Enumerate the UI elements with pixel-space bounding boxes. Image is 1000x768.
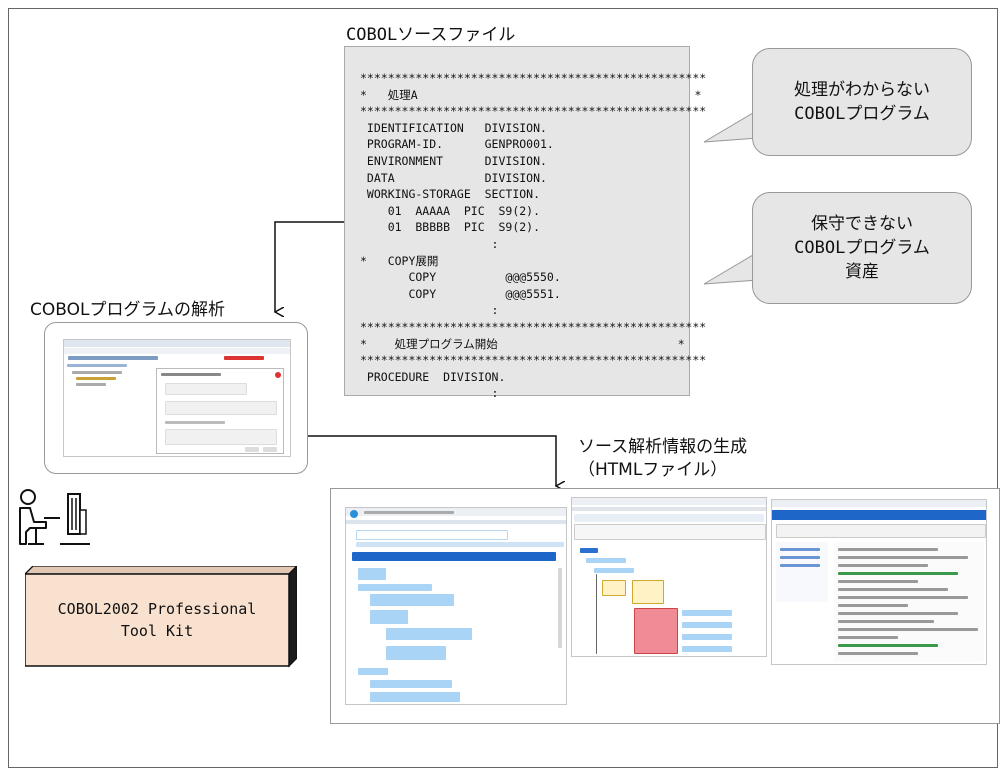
bubble-unknown-line2: COBOLプログラム: [794, 104, 930, 124]
generation-label-line2: （HTMLファイル）: [578, 460, 728, 480]
person-at-computer-icon: [19, 489, 90, 545]
toolkit-box-shape: [25, 566, 297, 668]
bubble-unknown-line1: 処理がわからない: [794, 80, 930, 100]
bubble-unmaintainable-line1: 保守できない: [811, 214, 913, 234]
html-output-box: [330, 488, 1000, 724]
bubble-unmaintainable-line3: 資産: [845, 262, 879, 282]
generation-label: ソース解析情報の生成 （HTMLファイル）: [578, 436, 747, 482]
generation-label-line1: ソース解析情報の生成: [578, 437, 748, 457]
html-screenshot-listing: [771, 499, 987, 665]
analysis-dialog: [156, 368, 284, 454]
bubble-unmaintainable: 保守できない COBOLプログラム 資産: [752, 192, 972, 304]
analysis-window: [63, 339, 291, 457]
analysis-label: COBOLプログラムの解析: [30, 300, 225, 320]
html-screenshot-flow: [571, 497, 767, 657]
toolkit-label-line1: COBOL2002 Professional: [57, 600, 257, 618]
analysis-screen-box: [44, 322, 308, 474]
arrow-analysis-to-generation: [308, 435, 556, 486]
html-screenshot-tree: [345, 507, 567, 705]
bubble-unmaintainable-line2: COBOLプログラム: [794, 238, 930, 258]
toolkit-label-line2: Tool Kit: [120, 622, 194, 640]
arrow-source-to-analysis: [275, 221, 344, 312]
cobol-source-code: ****************************************…: [360, 71, 707, 401]
source-file-box: [344, 46, 690, 396]
toolkit-label: COBOL2002 Professional Tool Kit: [25, 574, 289, 666]
source-file-title: COBOLソースファイル: [346, 25, 516, 45]
bubble-unknown-processing: 処理がわからない COBOLプログラム: [752, 48, 972, 156]
